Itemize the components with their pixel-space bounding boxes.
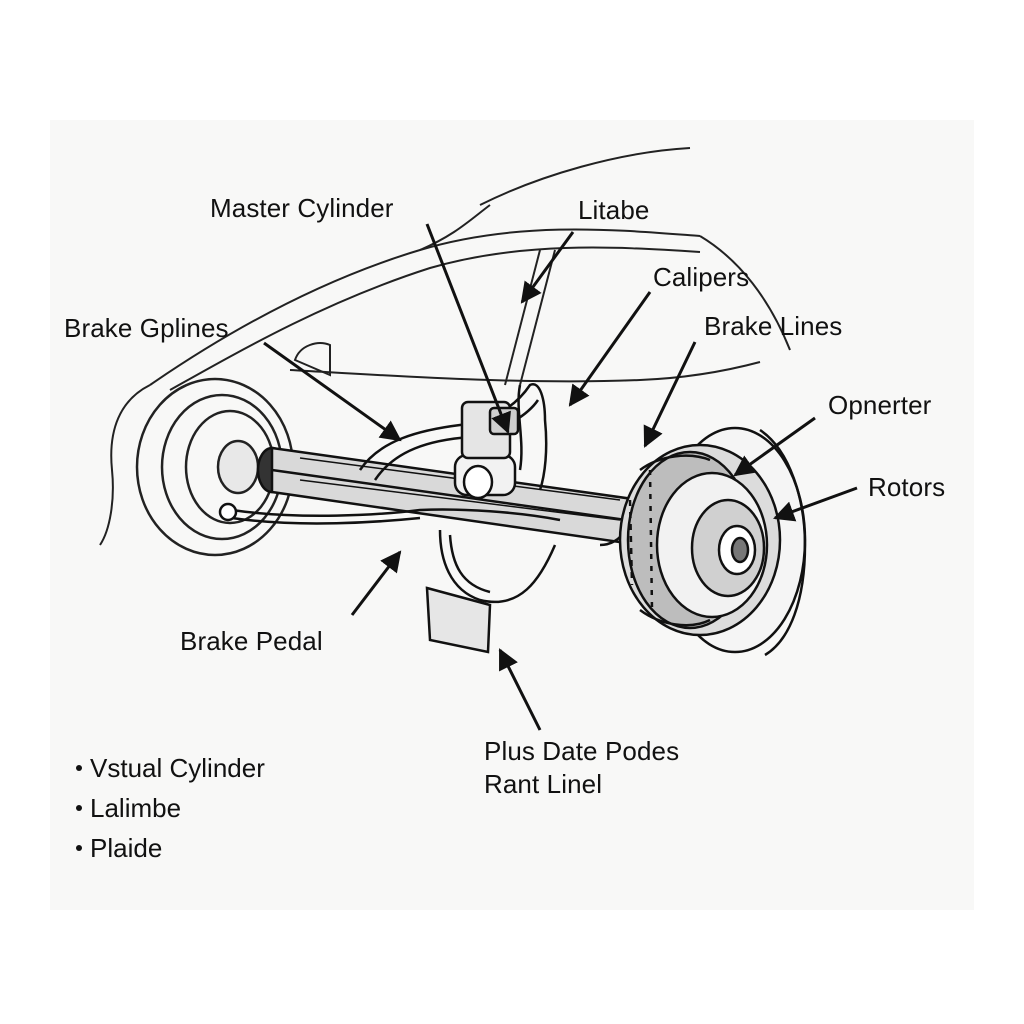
bullet-text: Vstual Cylinder (90, 753, 265, 783)
arrow-master-cylinder (425, 223, 511, 434)
arrow-brake-gplines (263, 341, 402, 442)
car-body-outline (99, 147, 791, 546)
label-plus-date-line2: Rant Linel (484, 769, 603, 799)
arrow-opnerter (733, 416, 816, 477)
label-master-cylinder: Master Cylinder (210, 193, 394, 223)
bullet-list: Vstual Cylinder Lalimbe Plaide (76, 748, 265, 868)
bullet-dot-icon (76, 765, 82, 772)
bullet-dot-icon (76, 845, 82, 852)
arrow-rotors (773, 486, 858, 522)
label-brake-lines: Brake Lines (704, 311, 843, 341)
label-plus-date-podes: Plus Date Podes Rant Linel (484, 735, 679, 801)
bullet-item: Lalimbe (76, 788, 265, 828)
bullet-item: Vstual Cylinder (76, 748, 265, 788)
label-opnerter: Opnerter (828, 390, 932, 420)
bullet-item: Plaide (76, 828, 265, 868)
label-calipers: Calipers (653, 262, 750, 292)
axle-assembly (256, 446, 642, 547)
arrow-plus-date (498, 648, 542, 731)
arrow-litabe (520, 231, 575, 304)
label-litabe: Litabe (578, 195, 650, 225)
label-brake-gplines: Brake Gplines (64, 313, 229, 343)
master-cylinder-part (453, 400, 520, 500)
leader-arrows (263, 223, 858, 731)
bullet-text: Plaide (90, 833, 163, 863)
label-brake-pedal: Brake Pedal (180, 626, 323, 656)
brake-pedal-part (425, 586, 492, 654)
label-rotors: Rotors (868, 472, 946, 502)
arrow-brake-pedal (350, 550, 402, 616)
arrow-brake-lines (643, 341, 697, 448)
arrow-calipers (568, 291, 652, 407)
label-plus-date-line1: Plus Date Podes (484, 736, 680, 766)
rotor-assembly (618, 426, 807, 657)
bullet-text: Lalimbe (90, 793, 182, 823)
bullet-dot-icon (76, 805, 82, 812)
